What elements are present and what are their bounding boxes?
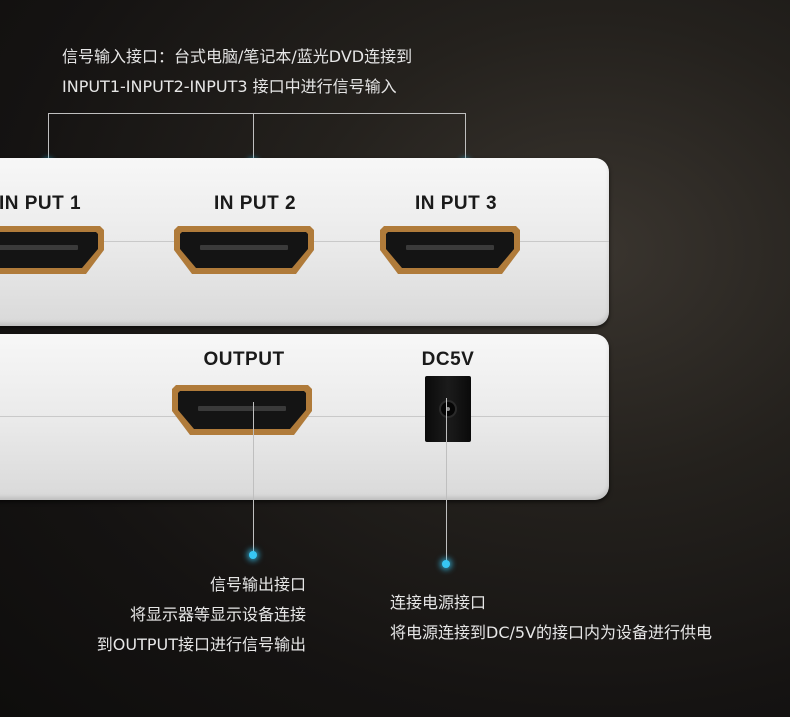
input1-label: IN PUT 1 xyxy=(0,193,82,214)
power-caption-line-2: 将电源连接到DC/5V的接口内为设备进行供电 xyxy=(390,623,713,642)
dc-label: DC5V xyxy=(421,349,475,370)
dc-jack-hole xyxy=(441,402,455,416)
output-caption: 信号输出接口 将显示器等显示设备连接 到OUTPUT接口进行信号输出 xyxy=(97,570,306,660)
dc-power-jack xyxy=(425,376,471,442)
output-leader-line xyxy=(253,402,254,554)
input-caption: 信号输入接口：台式电脑/笔记本/蓝光DVD连接到 INPUT1-INPUT2-I… xyxy=(62,42,412,102)
power-caption: 连接电源接口 将电源连接到DC/5V的接口内为设备进行供电 xyxy=(390,588,712,648)
power-leader-line xyxy=(446,398,447,563)
input2-label: IN PUT 2 xyxy=(213,193,297,214)
input-bracket-middle xyxy=(253,113,254,163)
input3-label: IN PUT 3 xyxy=(414,193,498,214)
input-bracket-top xyxy=(48,113,466,114)
input-bracket-left xyxy=(48,113,49,163)
hdmi-port-output xyxy=(172,385,312,435)
hdmi-port-input2 xyxy=(174,226,314,274)
output-caption-line-1: 信号输出接口 xyxy=(209,575,306,594)
output-label: OUTPUT xyxy=(203,349,285,370)
input-caption-line-1: 信号输入接口：台式电脑/笔记本/蓝光DVD连接到 xyxy=(62,47,413,66)
output-caption-line-3: 到OUTPUT接口进行信号输出 xyxy=(96,635,306,654)
input-caption-line-2: INPUT1-INPUT2-INPUT3 接口中进行信号输入 xyxy=(62,77,397,96)
input-bracket-right xyxy=(465,113,466,163)
hdmi-port-input1 xyxy=(0,226,104,274)
output-caption-line-2: 将显示器等显示设备连接 xyxy=(129,605,306,624)
output-indicator-dot xyxy=(249,551,257,559)
power-caption-line-1: 连接电源接口 xyxy=(390,593,487,612)
power-indicator-dot xyxy=(442,560,450,568)
dc-jack-pin xyxy=(446,407,450,411)
hdmi-port-input3 xyxy=(380,226,520,274)
